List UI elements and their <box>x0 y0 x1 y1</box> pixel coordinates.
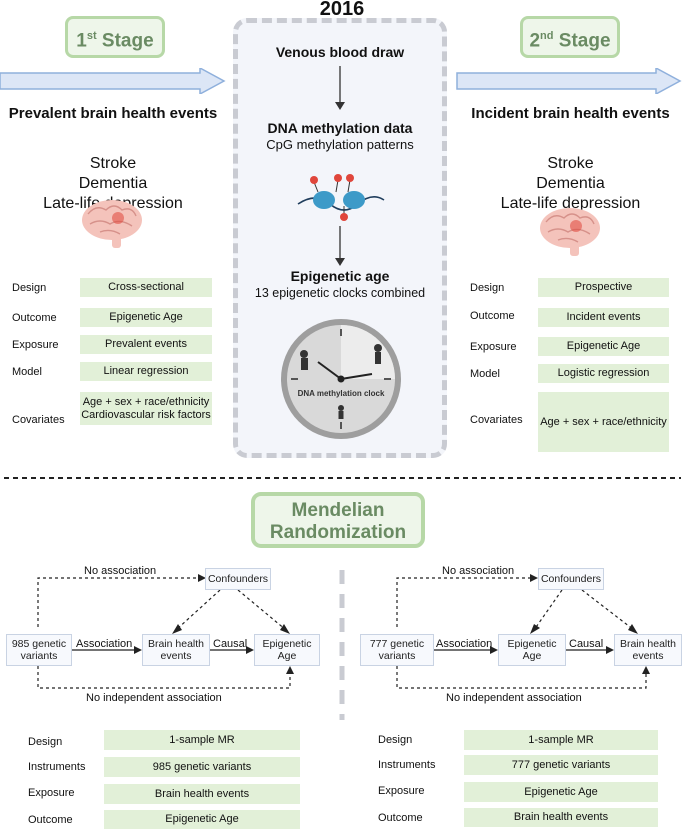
mr-left-no-association: No association <box>84 565 157 577</box>
stage1-arrow <box>0 68 226 94</box>
mr-right-row-outcome-label: Outcome <box>378 812 423 824</box>
clock-icon <box>281 319 401 439</box>
mr-left-row-instruments-label: Instruments <box>28 761 86 773</box>
stage2-row-covariates-label: Covariates <box>470 414 523 426</box>
stage2-row-design-label: Design <box>470 282 505 294</box>
mr-left-connectors <box>37 574 294 689</box>
mr-left-row-design-value: 1-sample MR <box>104 730 300 750</box>
mr-right-row-instruments-value: 777 genetic variants <box>464 755 658 775</box>
year-label: 2016 <box>319 0 365 20</box>
stage1-row-outcome-label: Outcome <box>12 312 57 324</box>
mr-left-no-independent: No independent association <box>86 692 222 704</box>
mr-right-row-instruments-label: Instruments <box>378 759 436 771</box>
step-epigenetic-age-title: Epigenetic age <box>290 268 390 284</box>
mr-vertical-divider <box>339 570 345 720</box>
mr-right-connectors <box>396 574 650 689</box>
mr-right-row-exposure-value: Epigenetic Age <box>464 782 658 802</box>
stage1-row-outcome-value: Epigenetic Age <box>80 308 212 327</box>
mr-right-no-association: No association <box>442 565 515 577</box>
step-dna-methylation-title: DNA methylation data <box>267 120 413 136</box>
step-epigenetic-age-sub: 13 epigenetic clocks combined <box>254 286 426 300</box>
stage1-row-design-label: Design <box>12 282 47 294</box>
stage1-row-model-value: Linear regression <box>80 362 212 381</box>
mr-left-row-outcome-label: Outcome <box>28 814 73 826</box>
mr-left-confounders: Confounders <box>205 568 271 590</box>
stage1-row-model-label: Model <box>12 366 42 378</box>
clock-label: DNA methylation clock <box>297 389 385 398</box>
stage1-row-covariates-value: Age + sex + race/ethnicity Cardiovascula… <box>80 392 212 425</box>
mr-title-box: Mendelian Randomization <box>251 492 425 548</box>
stage1-row-exposure-value: Prevalent events <box>80 335 212 354</box>
mr-right-row-outcome-value: Brain health events <box>464 808 658 827</box>
mr-left-row-instruments-value: 985 genetic variants <box>104 757 300 777</box>
dna-nucleosome-icon <box>297 174 385 221</box>
stage2-row-model-value: Logistic regression <box>538 364 669 383</box>
stage2-row-exposure-label: Exposure <box>470 341 517 353</box>
mr-right-causal-label: Causal <box>569 638 604 650</box>
step-blood-draw: Venous blood draw <box>275 44 405 60</box>
down-arrow-1 <box>335 66 345 110</box>
mr-right-confounders: Confounders <box>538 568 604 590</box>
stage2-row-design-value: Prospective <box>538 278 669 297</box>
stage1-row-design-value: Cross-sectional <box>80 278 212 297</box>
stage1-row-covariates-label: Covariates <box>12 414 65 426</box>
stage1-row-exposure-label: Exposure <box>12 339 59 351</box>
stage1-badge: 1st Stage <box>65 16 165 58</box>
mr-right-no-independent: No independent association <box>446 692 582 704</box>
mr-right-row-exposure-label: Exposure <box>378 785 425 797</box>
stage1-title: Prevalent brain health events <box>8 105 218 122</box>
mr-left-row-exposure-label: Exposure <box>28 787 75 799</box>
mr-left-row-exposure-value: Brain health events <box>104 784 300 804</box>
mr-left-row-design-label: Design <box>28 736 63 748</box>
stage2-row-outcome-value: Incident events <box>538 308 669 327</box>
mr-left-association-label: Association <box>76 638 133 650</box>
mr-right-association-label: Association <box>436 638 493 650</box>
mr-right-row-design-value: 1-sample MR <box>464 730 658 750</box>
stage2-conditions: Stroke Dementia Late-life depression <box>500 155 641 212</box>
stage2-arrow <box>456 68 682 94</box>
stage2-title: Incident brain health events <box>471 105 670 122</box>
stage2-row-exposure-value: Epigenetic Age <box>538 337 669 356</box>
brain-icon <box>540 208 600 256</box>
mr-left-row-outcome-value: Epigenetic Age <box>104 810 300 829</box>
stage2-row-covariates-value: Age + sex + race/ethnicity <box>538 392 669 452</box>
stage2-row-outcome-label: Outcome <box>470 310 515 322</box>
brain-icon <box>82 200 142 248</box>
step-dna-methylation-sub: CpG methylation patterns <box>266 137 414 152</box>
stage2-row-model-label: Model <box>470 368 500 380</box>
mr-left-causal-label: Causal <box>213 638 248 650</box>
down-arrow-2 <box>335 226 345 266</box>
mr-right-row-design-label: Design <box>378 734 413 746</box>
stage2-badge: 2nd Stage <box>520 16 620 58</box>
section-divider <box>4 477 681 479</box>
